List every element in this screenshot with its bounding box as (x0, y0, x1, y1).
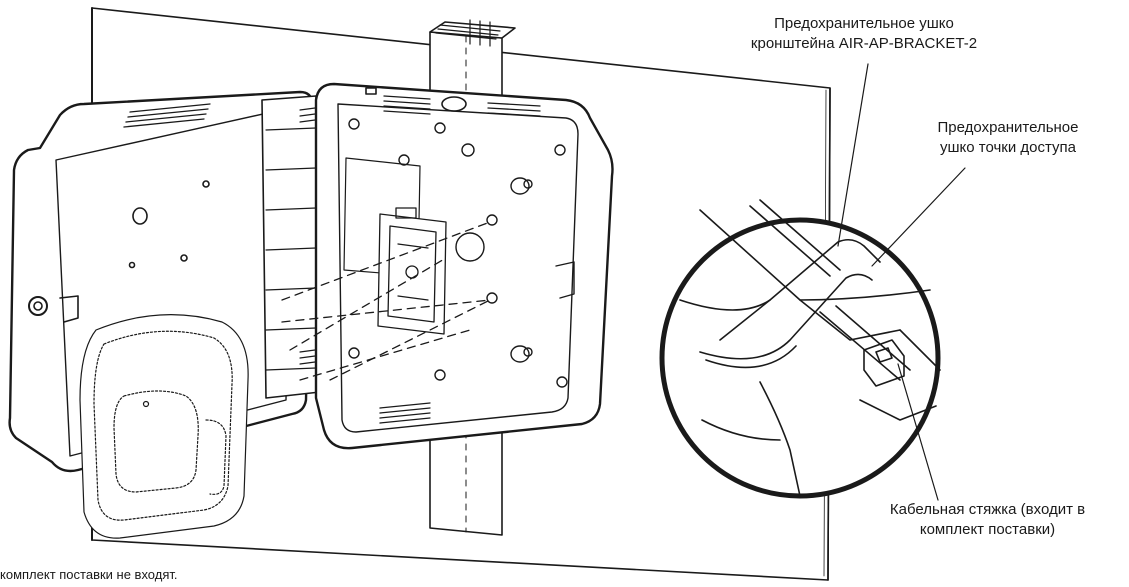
access-point (79, 314, 249, 539)
leader-lines (837, 63, 966, 501)
ap-bracket (377, 207, 447, 335)
detail-inset (659, 199, 941, 499)
callout-ap-tab-line2: ушко точки доступа (939, 139, 1076, 156)
footnote-text: комплект поставки не входят. (0, 567, 178, 582)
callout-cable-tie-line2: комплект поставки) (919, 521, 1056, 538)
enclosure-body (281, 82, 614, 450)
callout-ap-tab: Предохранительное ушко точки доступа (898, 118, 1118, 158)
callout-cable-tie-line1: Кабельная стяжка (входит в (889, 501, 1086, 518)
callout-bracket-tab: Предохранительное ушко кронштейна AIR-AP… (724, 14, 1004, 54)
callout-ap-tab-line1: Предохранительное (937, 119, 1079, 136)
callout-bracket-tab-line1: Предохранительное ушко (774, 15, 954, 32)
callout-bracket-tab-line2: кронштейна AIR-AP-BRACKET-2 (750, 35, 978, 52)
callout-cable-tie: Кабельная стяжка (входит в комплект пост… (850, 500, 1125, 540)
